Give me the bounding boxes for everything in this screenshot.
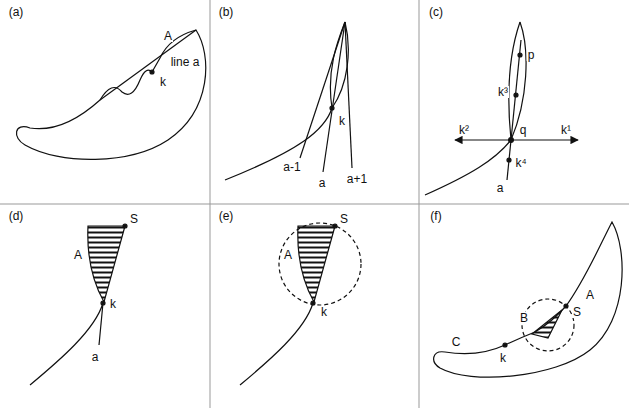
figure-label: k [338, 115, 346, 127]
figure-label: A [283, 249, 293, 261]
figure-label: (c) [428, 6, 444, 18]
figure-label: S [129, 213, 139, 225]
points [507, 53, 522, 162]
figure-label: k [109, 298, 117, 310]
figure-label: B [519, 312, 529, 324]
figure-label: k [159, 76, 167, 88]
line-fan [300, 22, 352, 172]
jaw-outline [434, 222, 622, 377]
point-k [150, 70, 154, 74]
figure-label: A [73, 249, 83, 261]
profile-curve [225, 22, 348, 180]
figure-label: k³ [497, 86, 509, 98]
figure-label: k [320, 306, 328, 318]
profile-curve [425, 22, 526, 195]
figure-label: (d) [8, 210, 25, 222]
figure-label: (a) [8, 6, 25, 18]
figure-label: a [91, 351, 100, 363]
figure-label: C [451, 336, 462, 348]
figure-label: (e) [218, 210, 235, 222]
figure-label: a+1 [346, 173, 368, 185]
figure-label: q [519, 124, 528, 136]
figure-label: (f) [429, 210, 442, 222]
figure-label: k⁴ [514, 157, 527, 169]
point-k [330, 106, 334, 110]
figure-label: k [499, 352, 507, 364]
profile-curve [240, 303, 313, 385]
figure-label: k² [458, 124, 470, 136]
line-a [99, 303, 103, 345]
figure-label: a [496, 182, 505, 194]
figure-label: a-1 [282, 161, 301, 173]
figure-label: k¹ [560, 124, 572, 136]
figure-label: A [163, 30, 173, 42]
figure-label: A [585, 289, 595, 301]
figure-label: p [527, 49, 536, 61]
dashed-circle [279, 223, 361, 305]
jaw-outline [16, 30, 205, 159]
figure-label: line a [170, 56, 201, 68]
dashed-circle [522, 299, 574, 351]
hatched-area [88, 226, 125, 302]
figure-label: (b) [218, 6, 235, 18]
hatched-area [532, 310, 562, 338]
figure-label: S [572, 306, 582, 318]
figure-label: S [339, 213, 349, 225]
profile-curve [30, 303, 103, 385]
tangent-arrows [455, 139, 578, 140]
hatched-area [298, 226, 335, 302]
figure-label: a [318, 177, 327, 189]
